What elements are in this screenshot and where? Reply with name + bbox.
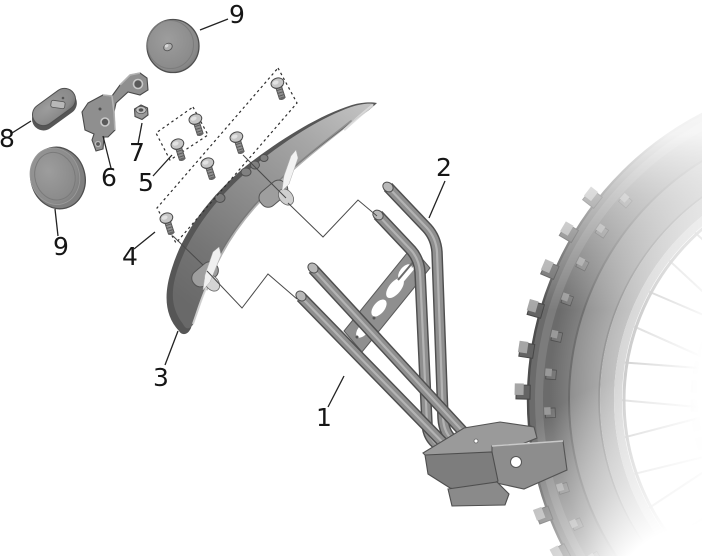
front-fender xyxy=(166,102,377,335)
leader-6 xyxy=(102,135,112,169)
cap-disc-top xyxy=(146,18,200,74)
leader-5 xyxy=(152,154,173,177)
bolt xyxy=(158,210,179,238)
leader-4 xyxy=(133,231,156,250)
fender-edge-knob xyxy=(250,160,260,170)
leader-2 xyxy=(428,180,446,219)
leader-3 xyxy=(164,330,179,366)
bolt xyxy=(169,136,190,164)
callout-labels: 1 2 3 4 5 6 7 8 9 9 xyxy=(0,0,452,432)
wheel xyxy=(452,0,702,556)
fender-mount-boss-upper xyxy=(258,149,299,208)
callout-label-4: 4 xyxy=(122,242,138,271)
fender-mount-boss-lower xyxy=(191,246,222,292)
axle-bracket xyxy=(422,421,568,507)
fender-surface xyxy=(172,103,374,329)
lower-support-tube-pair xyxy=(295,262,473,457)
mount-bracket xyxy=(81,72,149,152)
callout-label-8: 8 xyxy=(0,124,15,153)
callout-label-1: 1 xyxy=(316,403,332,432)
callout-label-6: 6 xyxy=(101,163,117,192)
leader-8 xyxy=(11,120,32,134)
bolt-leader-line xyxy=(172,235,204,266)
callout-label-2: 2 xyxy=(436,153,452,182)
callout-leaders xyxy=(11,18,446,408)
leader-7 xyxy=(137,122,143,145)
leader-9-top xyxy=(199,18,229,31)
fender-edge-knob xyxy=(240,167,252,177)
assembly-zigzag-upper xyxy=(287,199,378,238)
leader-9-bottom xyxy=(54,208,59,237)
cap-disc-bottom xyxy=(29,146,86,210)
support-frame xyxy=(295,181,568,507)
callout-label-5: 5 xyxy=(138,168,154,197)
hex-nut xyxy=(133,104,149,121)
bolt xyxy=(187,111,208,139)
callout-label-9-bottom: 9 xyxy=(53,232,69,261)
bolt-group-box-4 xyxy=(156,66,298,245)
pad-plate xyxy=(31,87,77,131)
leader-1 xyxy=(327,375,345,408)
bolt xyxy=(199,155,220,183)
bolt xyxy=(269,75,290,103)
fender-edge-knob xyxy=(214,193,226,203)
callout-label-7: 7 xyxy=(129,138,145,167)
assembly-lines xyxy=(172,154,378,309)
callout-label-9-top: 9 xyxy=(229,0,245,29)
bolt-leader-line xyxy=(242,154,287,199)
fender-edge-knob xyxy=(259,154,269,162)
assembly-zigzag-lower xyxy=(206,270,298,309)
bolt-group-box-5 xyxy=(155,106,209,161)
fade-bottom xyxy=(452,365,702,556)
bolt xyxy=(228,129,249,157)
callout-label-3: 3 xyxy=(153,363,169,392)
